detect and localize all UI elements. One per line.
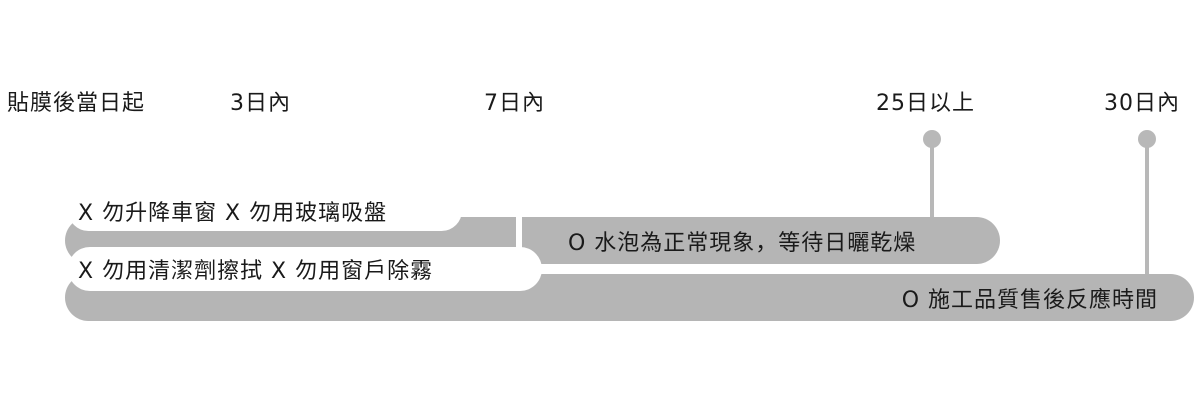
bubbles-bar: O 水泡為正常現象，等待日曬乾燥 bbox=[522, 217, 1000, 264]
timeline-label-3-days: 3日內 bbox=[230, 91, 291, 116]
window-rules-bar-1: X 勿升降車窗 X 勿用玻璃吸盤 bbox=[68, 190, 462, 231]
window-rules-bar-2: X 勿用清潔劑擦拭 X 勿用窗戶除霧 bbox=[68, 247, 542, 291]
timeline-label-day-0: 貼膜後當日起 bbox=[7, 91, 146, 116]
timeline-label-7-days: 7日內 bbox=[484, 91, 545, 116]
window-rules-1-label: X 勿升降車窗 X 勿用玻璃吸盤 bbox=[78, 200, 388, 226]
timeline-label-30-days: 30日內 bbox=[1104, 91, 1180, 116]
pin-line-25-days bbox=[930, 140, 934, 220]
bubbles-bar-label: O 水泡為正常現象，等待日曬乾燥 bbox=[568, 230, 917, 256]
timeline-label-25-days: 25日以上 bbox=[876, 91, 975, 116]
pin-dot-30-days bbox=[1138, 130, 1156, 148]
pin-dot-25-days bbox=[923, 130, 941, 148]
window-rules-2-label: X 勿用清潔劑擦拭 X 勿用窗戶除霧 bbox=[78, 259, 434, 284]
warranty-bar-label: O 施工品質售後反應時間 bbox=[901, 287, 1158, 313]
pin-line-30-days bbox=[1145, 140, 1149, 280]
